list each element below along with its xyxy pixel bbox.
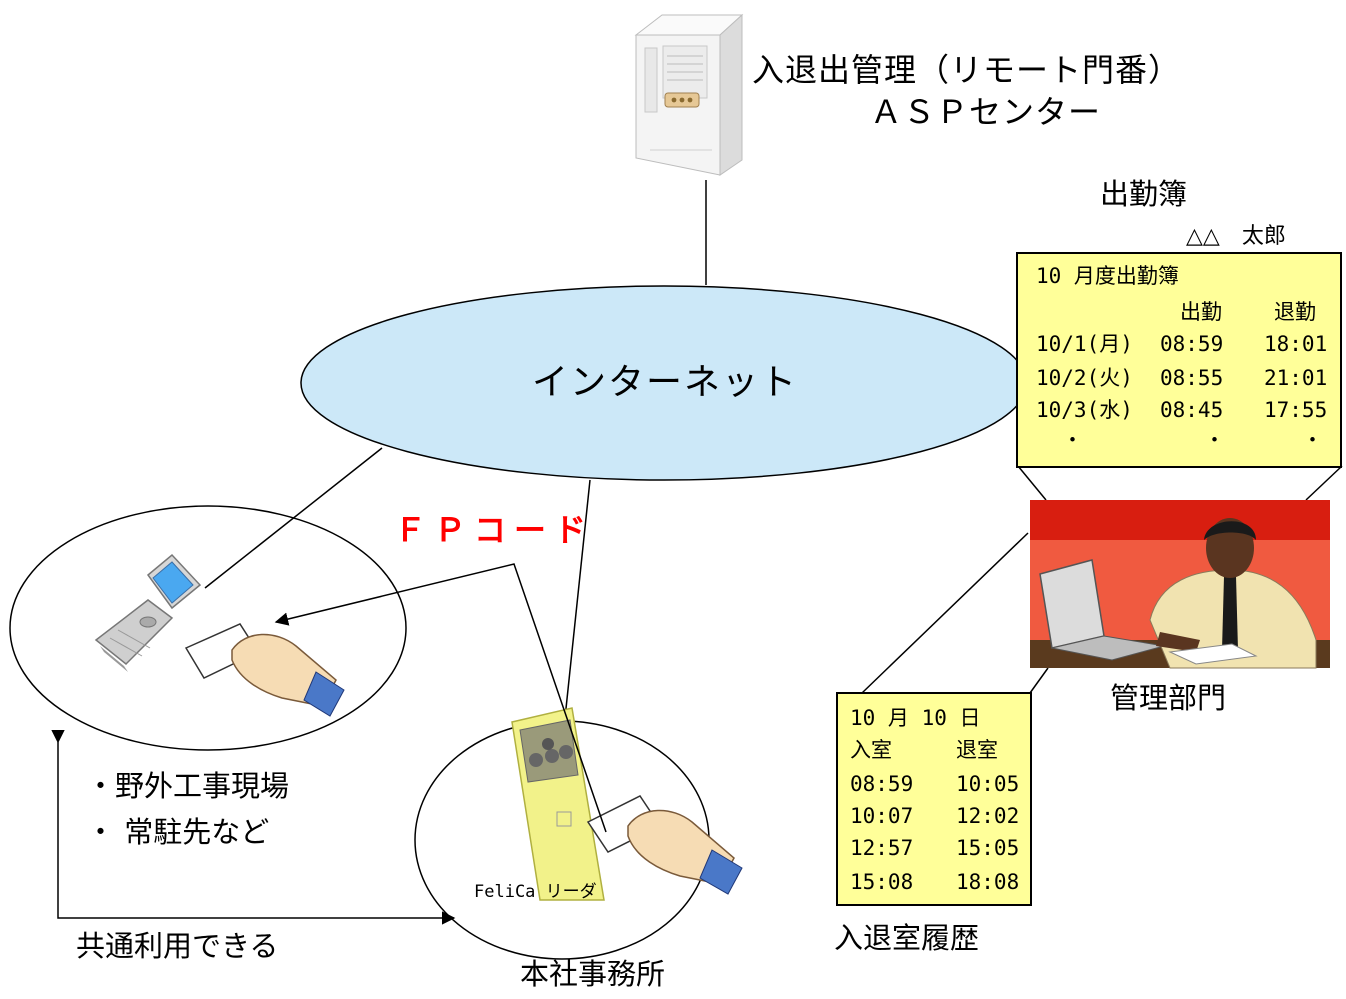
room-history-sheet: 10 月 10 日 入室 退室 08:59 10:05 10:07 12:02 … [836,692,1032,906]
fp-code-label: ＦＰコード [394,511,595,549]
attendance-row-date: 10/1(月) [1036,332,1133,356]
room-history-out: 18:08 [956,870,1020,894]
attendance-section-title: 出勤簿 [1100,177,1188,211]
room-history-date: 10 月 10 日 [850,706,981,730]
callout-line-history-left [861,532,1029,694]
room-history-out: 12:02 [956,804,1020,828]
room-history-in: 15:08 [850,870,914,894]
room-history-out: 10:05 [956,772,1020,796]
field-site-line2: ・ 常駐先など [86,815,270,849]
felica-reader-icon [511,707,605,901]
field-site-line1: ・野外工事現場 [86,769,290,803]
shared-use-label: 共通利用できる [76,929,279,963]
attendance-row-date: 10/3(水) [1036,398,1133,422]
internet-to-office-line [564,479,591,719]
room-history-col-in: 入室 [850,738,892,762]
attendance-row-out: 17:55 [1264,398,1328,422]
server-title-line2: ＡＳＰセンター [870,93,1102,131]
room-history-col-out: 退室 [956,738,998,762]
attendance-row-in: 08:45 [1160,398,1224,422]
attendance-ellipsis: ・ [1204,428,1225,452]
hand-card-icon-office [586,795,743,895]
attendance-col-in: 出勤 [1180,300,1222,324]
room-history-in: 08:59 [850,772,914,796]
office-caption: 本社事務所 [520,957,666,991]
attendance-row-in: 08:59 [1160,332,1224,356]
room-history-out: 15:05 [956,836,1020,860]
shared-use-arrows [51,729,456,925]
internet-label: インターネット [532,362,799,403]
attendance-col-out: 退勤 [1274,300,1316,324]
mobile-phone-icon [94,553,202,672]
attendance-row-out: 18:01 [1264,332,1328,356]
callout-line-attendance-right [1305,465,1343,501]
callout-line-history-right [1029,667,1049,694]
management-department-label: 管理部門 [1110,681,1227,715]
attendance-row-out: 21:01 [1264,366,1328,390]
attendance-sheet-title: 10 月度出勤簿 [1036,264,1179,288]
room-history-in: 10:07 [850,804,914,828]
attendance-row-in: 08:55 [1160,366,1224,390]
attendance-ellipsis: ・ [1062,428,1083,452]
callout-line-attendance-left [1017,465,1047,501]
room-history-in: 12:57 [850,836,914,860]
fp-code-arrow [274,563,607,833]
server-title-line1: 入退出管理（リモート門番） [752,51,1182,89]
attendance-sheet: 10 月度出勤簿 出勤 退勤 10/1(月) 08:59 18:01 10/2(… [1016,252,1342,468]
room-history-caption: 入退室履歴 [834,921,980,955]
server-icon [634,13,744,176]
management-office-picture [1030,500,1330,669]
felica-reader-label: FeliCa リーダ [474,882,597,902]
hand-card-icon-field [184,623,345,717]
attendance-ellipsis: ・ [1302,428,1323,452]
attendance-person-name: △△ 太郎 [1186,224,1286,249]
attendance-row-date: 10/2(火) [1036,366,1133,390]
field-site-zone [9,505,407,751]
